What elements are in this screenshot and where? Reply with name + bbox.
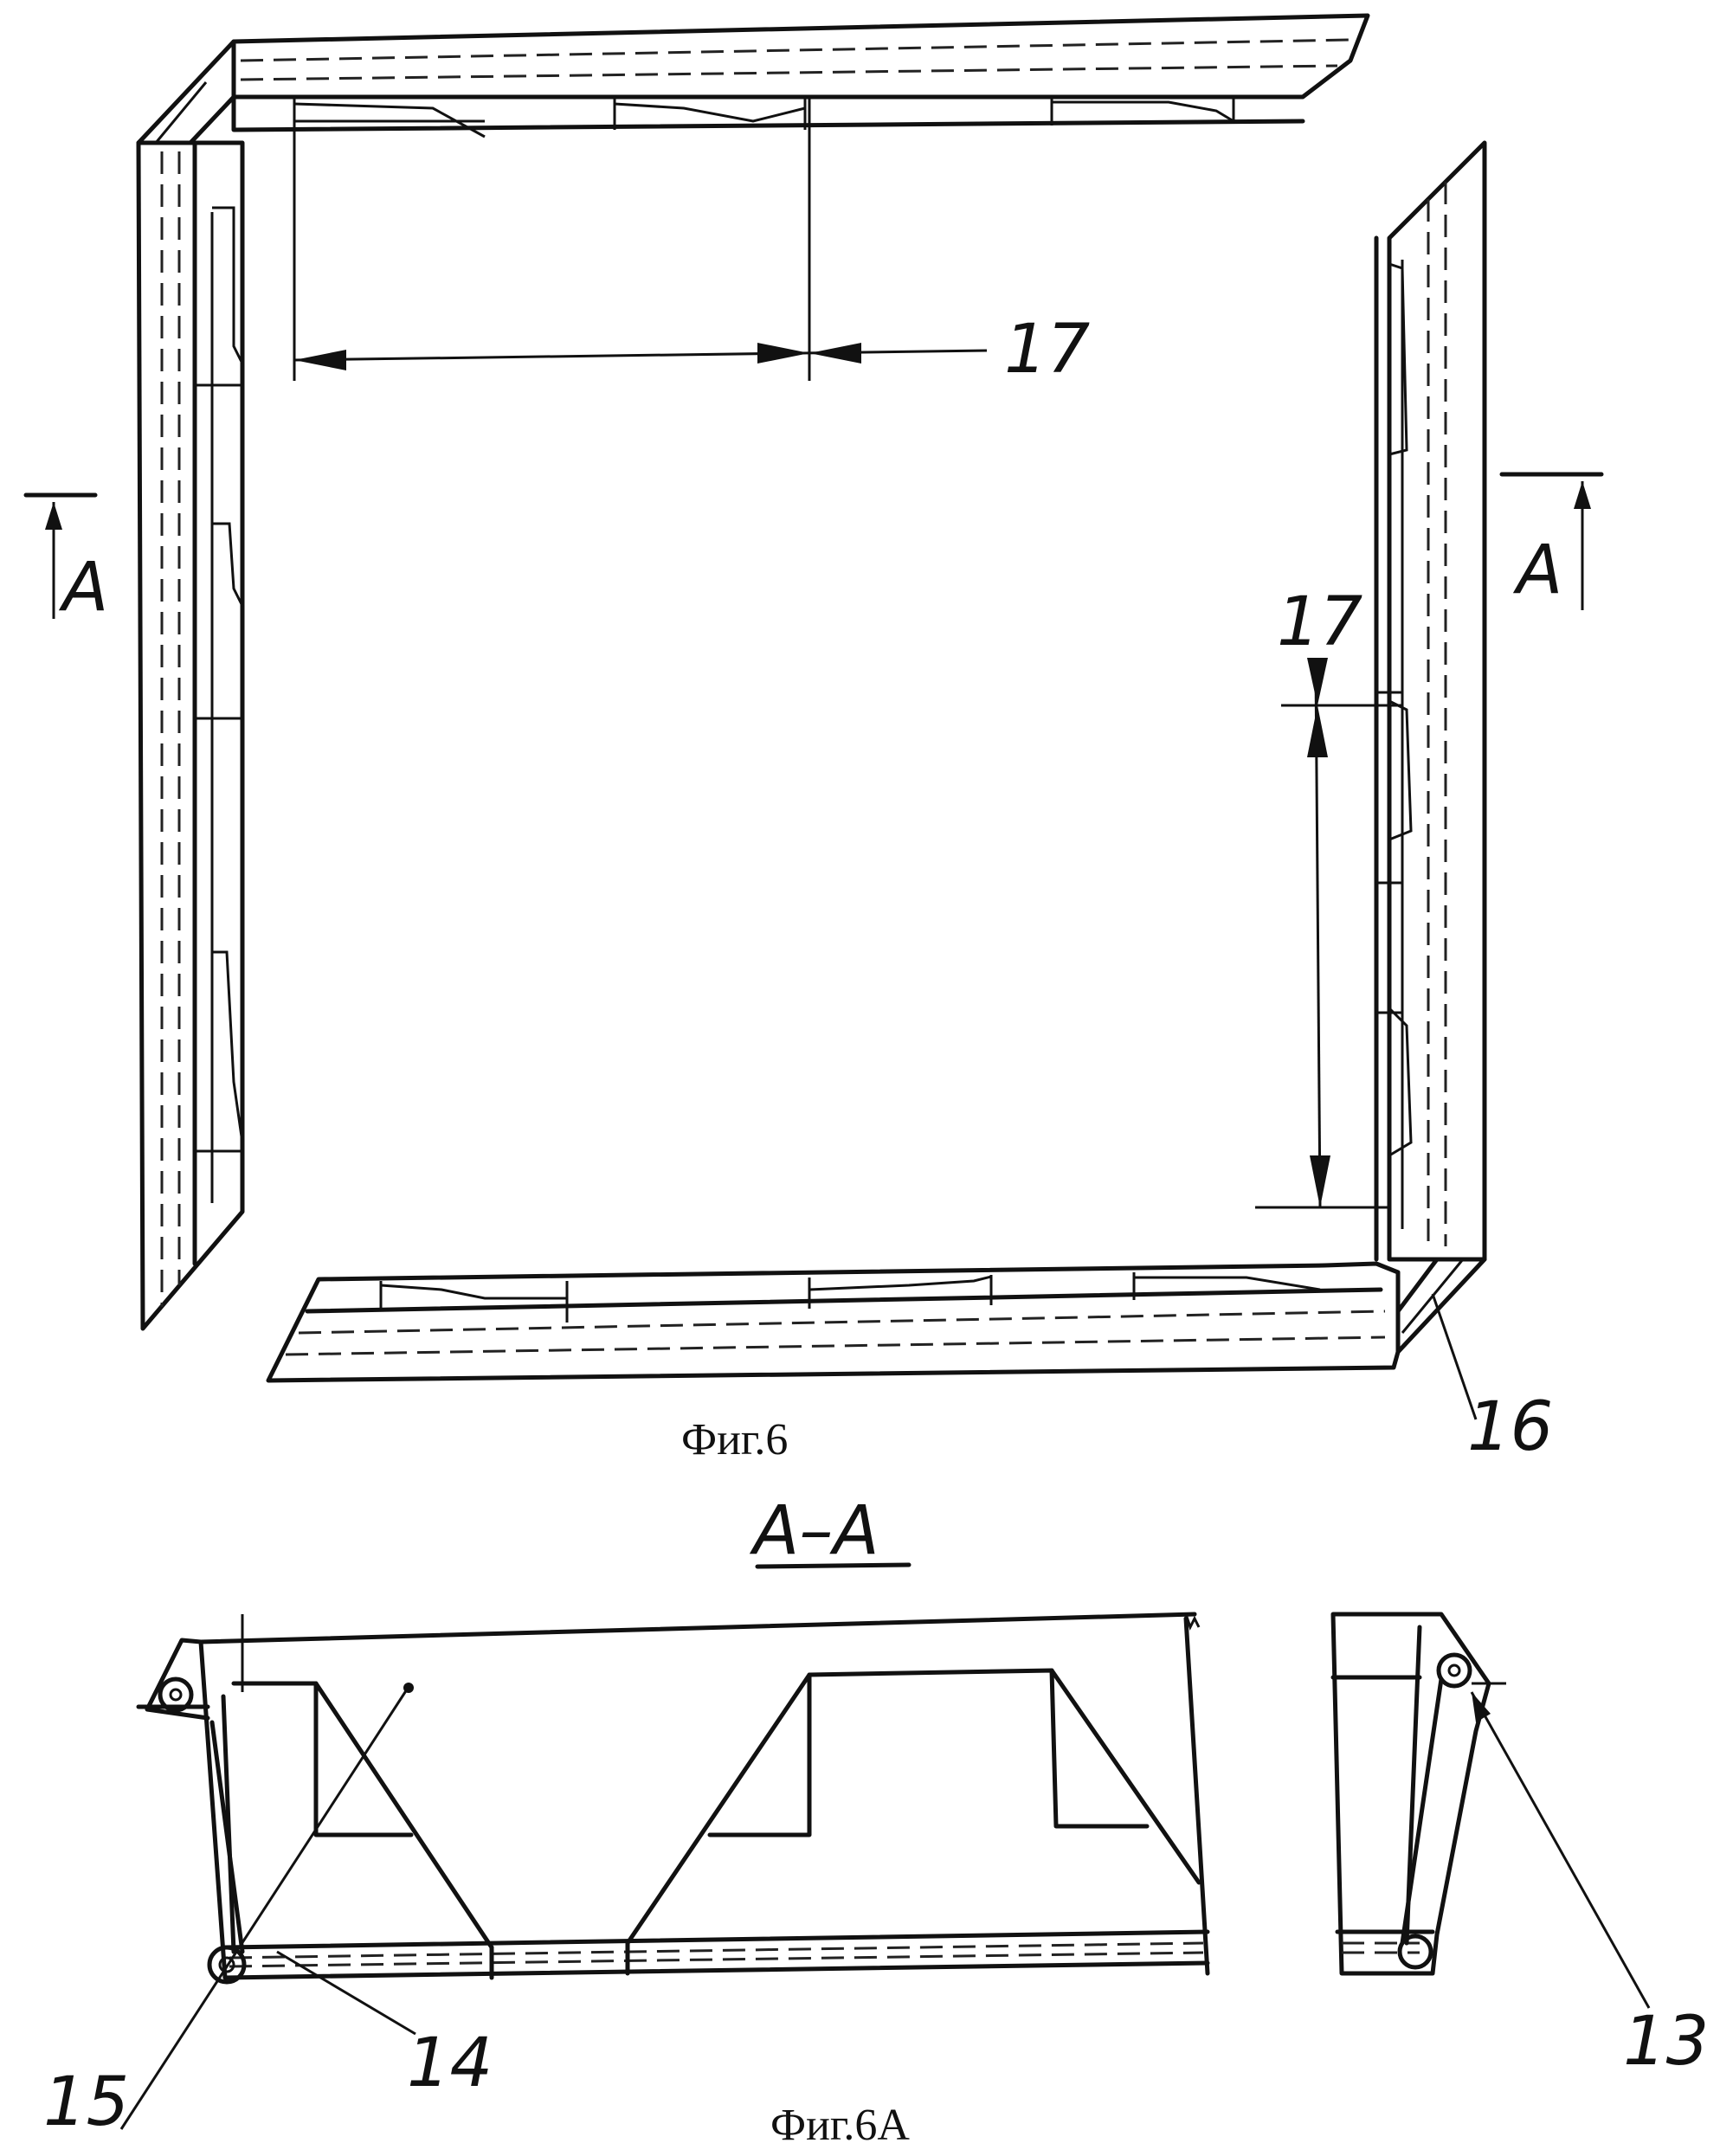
dimension-17-right (1255, 658, 1402, 1209)
section-title: А–А (749, 1492, 879, 1570)
label-a-right: А (1512, 531, 1562, 609)
label-15: 15 (43, 2063, 129, 2141)
section-title-underline (755, 1562, 912, 1569)
section-right-piece (1330, 1612, 1506, 1976)
label-17-top: 17 (1004, 311, 1090, 389)
label-14: 14 (407, 2024, 493, 2102)
left-rail (136, 140, 245, 1331)
label-17-right: 17 (1277, 583, 1362, 661)
label-13: 13 (1623, 2003, 1709, 2081)
section-main-body (136, 1612, 1210, 1985)
figure-6 (23, 13, 1604, 1420)
dimension-17-top (293, 97, 988, 381)
corner-top-left (136, 39, 236, 145)
leader-16 (1431, 1293, 1478, 1420)
leader-15 (119, 1689, 409, 2130)
label-16: 16 (1467, 1388, 1553, 1466)
section-mark-left (23, 492, 98, 619)
leader-14 (276, 1950, 416, 2036)
figure-6a (119, 1562, 1651, 2130)
caption-fig6: Фиг.6 (681, 1415, 788, 1464)
section-mark-right (1499, 472, 1604, 610)
top-rail (231, 13, 1370, 138)
caption-fig6a: Фиг.6А (770, 2101, 910, 2150)
leader-13 (1470, 1691, 1651, 2009)
label-a-left: А (58, 549, 108, 627)
bottom-rail (266, 1261, 1401, 1383)
corner-bottom-right (1395, 1257, 1487, 1355)
right-rail (1374, 140, 1487, 1262)
